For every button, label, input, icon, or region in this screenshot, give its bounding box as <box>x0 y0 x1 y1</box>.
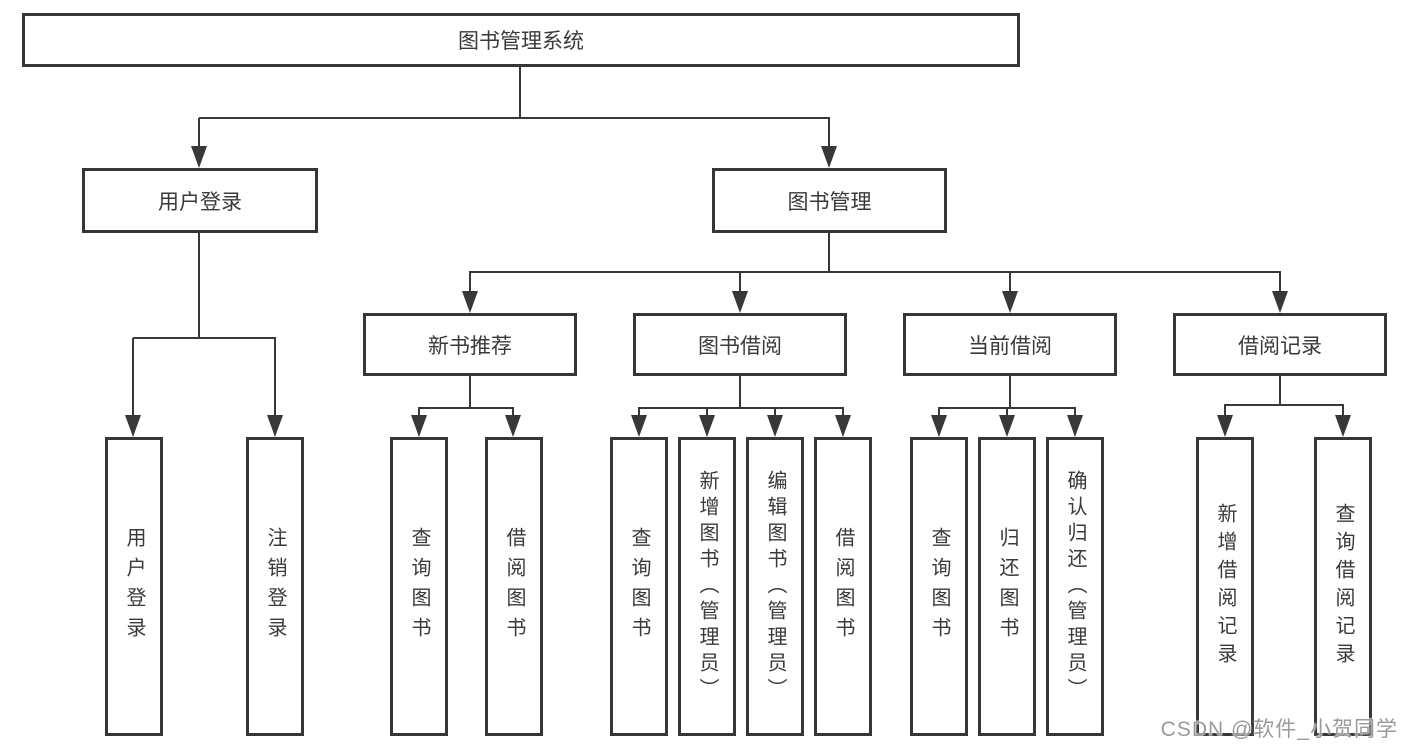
arrow-down-icon <box>821 146 837 168</box>
arrow-down-icon <box>999 415 1015 437</box>
node-book-borrowing-label: 图书借阅 <box>698 334 782 358</box>
arrow-down-icon <box>931 415 947 437</box>
leaf-borrow-books-recommend: 借阅图书 <box>485 437 543 736</box>
connector-horizontal <box>199 117 830 119</box>
leaf-borrow-books-recommend-label: 借阅图书 <box>503 526 525 647</box>
leaf-query-books-current-label: 查询图书 <box>928 526 950 647</box>
node-borrowing-records-label: 借阅记录 <box>1238 334 1322 358</box>
connector-vertical <box>638 408 640 416</box>
connector-vertical <box>1279 272 1281 292</box>
connector-vertical <box>828 233 830 272</box>
leaf-query-borrow-record: 查询借阅记录 <box>1314 437 1372 736</box>
leaf-borrow-books-borrowing-label: 借阅图书 <box>832 526 854 647</box>
node-new-book-recommendation: 新书推荐 <box>363 313 577 376</box>
connector-vertical <box>1009 272 1011 292</box>
leaf-borrow-books-borrowing: 借阅图书 <box>814 437 872 736</box>
leaf-add-books-admin: 新增图书（管理员） <box>678 437 736 736</box>
leaf-add-books-admin-label: 新增图书（管理员） <box>696 469 718 704</box>
connector-vertical <box>469 376 471 409</box>
connector-vertical <box>1342 405 1344 416</box>
node-book-borrowing: 图书借阅 <box>633 313 847 376</box>
arrow-down-icon <box>411 415 427 437</box>
connector-horizontal <box>638 407 844 409</box>
connector-vertical <box>938 408 940 416</box>
connector-vertical <box>512 408 514 416</box>
node-new-book-recommendation-label: 新书推荐 <box>428 334 512 358</box>
arrow-down-icon <box>1272 291 1288 313</box>
leaf-logout-label: 注销登录 <box>264 526 286 647</box>
leaf-edit-books-admin-label: 编辑图书（管理员） <box>764 469 786 704</box>
leaf-confirm-return-admin-label: 确认归还（管理员） <box>1064 469 1086 704</box>
node-user-login: 用户登录 <box>82 168 318 233</box>
node-current-borrowing-label: 当前借阅 <box>968 334 1052 358</box>
node-root-label: 图书管理系统 <box>458 30 584 53</box>
arrow-down-icon <box>835 415 851 437</box>
connector-vertical <box>739 272 741 292</box>
leaf-add-borrow-record-label: 新增借阅记录 <box>1214 502 1236 671</box>
connector-vertical <box>706 408 708 416</box>
node-root: 图书管理系统 <box>22 13 1020 67</box>
leaf-query-books-current: 查询图书 <box>910 437 968 736</box>
leaf-return-books: 归还图书 <box>978 437 1036 736</box>
leaf-query-books-recommend-label: 查询图书 <box>408 526 430 647</box>
arrow-down-icon <box>1067 415 1083 437</box>
connector-horizontal <box>1224 404 1344 406</box>
connector-vertical <box>828 118 830 147</box>
connector-vertical <box>418 408 420 416</box>
arrow-down-icon <box>1217 415 1233 437</box>
connector-vertical <box>1279 376 1281 406</box>
connector-horizontal <box>418 407 514 409</box>
leaf-query-borrow-record-label: 查询借阅记录 <box>1332 502 1354 671</box>
leaf-query-books-borrowing: 查询图书 <box>610 437 668 736</box>
connector-vertical <box>132 338 134 416</box>
connector-vertical <box>739 376 741 409</box>
connector-horizontal <box>133 337 276 339</box>
leaf-query-books-recommend: 查询图书 <box>390 437 448 736</box>
connector-vertical <box>469 272 471 292</box>
arrow-down-icon <box>462 291 478 313</box>
arrow-down-icon <box>1335 415 1351 437</box>
watermark: CSDN @软件_小贺同学 <box>1160 718 1398 741</box>
leaf-user-login: 用户登录 <box>105 437 163 736</box>
arrow-down-icon <box>1002 291 1018 313</box>
arrow-down-icon <box>732 291 748 313</box>
connector-vertical <box>1009 376 1011 409</box>
leaf-logout: 注销登录 <box>246 437 304 736</box>
connector-vertical <box>1006 408 1008 416</box>
arrow-down-icon <box>767 415 783 437</box>
leaf-user-login-label: 用户登录 <box>123 526 145 647</box>
connector-vertical <box>774 408 776 416</box>
leaf-confirm-return-admin: 确认归还（管理员） <box>1046 437 1104 736</box>
connector-vertical <box>198 233 200 338</box>
connector-vertical <box>842 408 844 416</box>
leaf-edit-books-admin: 编辑图书（管理员） <box>746 437 804 736</box>
node-borrowing-records: 借阅记录 <box>1173 313 1387 376</box>
arrow-down-icon <box>631 415 647 437</box>
leaf-return-books-label: 归还图书 <box>996 526 1018 647</box>
node-book-management-label: 图书管理 <box>787 190 872 214</box>
connector-horizontal <box>469 271 1281 273</box>
connector-horizontal <box>938 407 1076 409</box>
leaf-query-books-borrowing-label: 查询图书 <box>628 526 650 647</box>
node-user-login-label: 用户登录 <box>158 190 242 214</box>
arrow-down-icon <box>505 415 521 437</box>
connector-vertical <box>1224 405 1226 416</box>
arrow-down-icon <box>699 415 715 437</box>
connector-vertical <box>519 67 521 118</box>
node-current-borrowing: 当前借阅 <box>903 313 1117 376</box>
connector-vertical <box>198 118 200 147</box>
arrow-down-icon <box>191 146 207 168</box>
arrow-down-icon <box>125 415 141 437</box>
connector-vertical <box>1074 408 1076 416</box>
leaf-add-borrow-record: 新增借阅记录 <box>1196 437 1254 736</box>
node-book-management: 图书管理 <box>712 168 947 233</box>
connector-vertical <box>274 338 276 416</box>
arrow-down-icon <box>267 415 283 437</box>
